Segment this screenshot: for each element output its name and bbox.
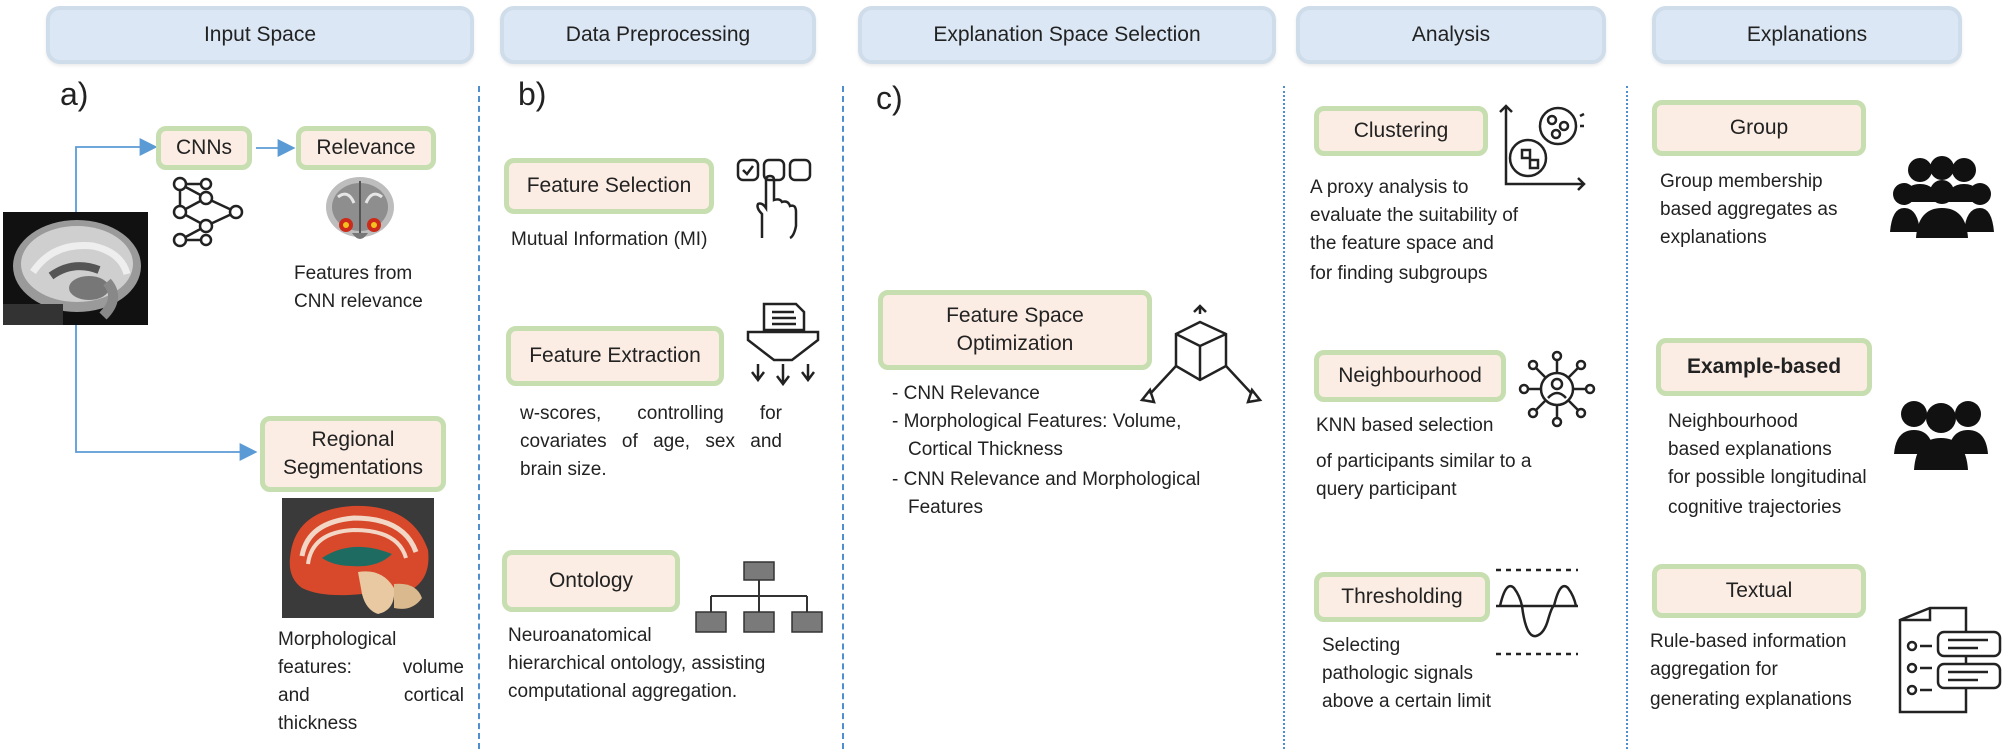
explanation-list-2: - Morphological Features: Volume, xyxy=(892,411,1182,432)
header-explanation-space-selection: Explanation Space Selection xyxy=(858,6,1276,64)
clustering-desc-4: for finding subgroups xyxy=(1310,263,1488,284)
hierarchy-icon xyxy=(695,561,823,633)
cluster-chart-icon xyxy=(1499,104,1586,191)
example-desc-1: Neighbourhood xyxy=(1668,411,1798,432)
regional-label-2: Segmentations xyxy=(282,456,424,479)
feature-selection-box: Feature Selection xyxy=(504,158,714,214)
cnns-label: CNNs xyxy=(176,136,232,159)
thresholding-desc-3: above a certain limit xyxy=(1322,691,1491,712)
neighbourhood-desc-3: query participant xyxy=(1316,479,1457,500)
ontology-desc-1: Neuroanatomical xyxy=(508,625,652,646)
thresholding-desc-2: pathologic signals xyxy=(1322,663,1474,684)
relevance-caption-1: Features from xyxy=(294,263,413,284)
panel-label-c: c) xyxy=(876,80,903,116)
textual-desc-3: generating explanations xyxy=(1650,689,1852,710)
thresholding-box: Thresholding xyxy=(1314,572,1490,622)
header-data-preprocessing: Data Preprocessing xyxy=(500,6,816,64)
neighbourhood-desc-2: of participants similar to a xyxy=(1316,451,1532,472)
example-desc-3: for possible longitudinal xyxy=(1668,467,1867,488)
separator-3 xyxy=(1283,86,1285,749)
input-arrows xyxy=(75,138,296,461)
feature-extraction-desc-3: brain size. xyxy=(520,459,607,480)
textual-box: Textual xyxy=(1652,564,1866,618)
ontology-box: Ontology xyxy=(502,550,680,612)
relevance-label: Relevance xyxy=(316,136,416,159)
brain-relevance-image xyxy=(326,177,394,239)
clustering-box: Clustering xyxy=(1314,106,1488,156)
funnel-icon xyxy=(746,302,820,387)
morph-caption-4: thickness xyxy=(278,713,358,734)
group-desc-2: based aggregates as xyxy=(1660,199,1838,220)
cube-icon xyxy=(1139,304,1263,404)
thresholding-label: Thresholding xyxy=(1341,585,1463,608)
ontology-desc-2: hierarchical ontology, assisting xyxy=(508,653,766,674)
cnns-box: CNNs xyxy=(156,126,252,170)
brain-mri-image xyxy=(3,212,148,325)
morph-caption-3a: and xyxy=(278,685,310,706)
clustering-label: Clustering xyxy=(1353,119,1449,142)
neural-network-icon xyxy=(172,176,244,248)
header-input-space: Input Space xyxy=(46,6,474,64)
brain-segmentation-image xyxy=(282,498,434,618)
explanation-list-1: - CNN Relevance xyxy=(892,383,1040,404)
network-person-icon xyxy=(1518,350,1596,428)
morph-caption-3b: cortical xyxy=(403,685,464,706)
document-list-icon xyxy=(1898,606,2002,714)
regional-segmentations-box: Regional Segmentations xyxy=(260,416,446,492)
neighbourhood-label: Neighbourhood xyxy=(1338,364,1482,387)
checkbox-hand-icon xyxy=(736,158,812,240)
explanation-list-2b: Cortical Thickness xyxy=(908,439,1063,460)
group-desc-3: explanations xyxy=(1660,227,1767,248)
feature-space-optimization-box: Feature Space Optimization xyxy=(878,290,1152,370)
neighbourhood-box: Neighbourhood xyxy=(1314,350,1506,402)
example-based-label: Example-based xyxy=(1686,355,1842,378)
example-desc-4: cognitive trajectories xyxy=(1668,497,1842,518)
panel-label-a: a) xyxy=(60,76,89,112)
feature-extraction-desc-2: covariates of age, sex and xyxy=(520,431,782,452)
explanation-list-3b: Features xyxy=(908,497,983,518)
feature-extraction-desc-1: w-scores, controlling for xyxy=(520,403,782,424)
panel-label-b: b) xyxy=(518,76,547,112)
clustering-desc-2: evaluate the suitability of xyxy=(1310,205,1519,226)
separator-2 xyxy=(842,86,844,749)
thresholding-desc-1: Selecting xyxy=(1322,635,1401,656)
feature-space-label-1: Feature Space xyxy=(946,304,1084,327)
feature-selection-desc: Mutual Information (MI) xyxy=(511,229,708,250)
textual-desc-2: aggregation for xyxy=(1650,659,1778,680)
textual-desc-1: Rule-based information xyxy=(1650,631,1847,652)
feature-extraction-box: Feature Extraction xyxy=(506,326,724,386)
neighbourhood-desc-1: KNN based selection xyxy=(1316,415,1494,436)
morph-caption-3: and cortical xyxy=(278,682,464,710)
explanation-list-3: - CNN Relevance and Morphological xyxy=(892,469,1201,490)
group-desc-1: Group membership xyxy=(1660,171,1823,192)
feature-selection-label: Feature Selection xyxy=(526,174,692,197)
relevance-box: Relevance xyxy=(296,126,436,170)
morph-caption-2: features: volume xyxy=(278,654,464,682)
example-desc-2: based explanations xyxy=(1668,439,1832,460)
morph-caption-2b: volume xyxy=(402,657,464,678)
header-analysis: Analysis xyxy=(1296,6,1606,64)
feature-space-label-2: Optimization xyxy=(956,332,1074,355)
group-label: Group xyxy=(1729,116,1789,139)
morph-caption-1: Morphological xyxy=(278,629,397,650)
clustering-desc-1: A proxy analysis to xyxy=(1310,177,1469,198)
separator-1 xyxy=(478,86,480,749)
morph-caption-2a: features: xyxy=(278,657,352,678)
group-icon xyxy=(1894,401,1988,470)
header-explanations: Explanations xyxy=(1652,6,1962,64)
group-box: Group xyxy=(1652,100,1866,156)
ontology-desc-3: computational aggregation. xyxy=(508,681,738,702)
clustering-desc-3: the feature space and xyxy=(1310,233,1494,254)
separator-4 xyxy=(1626,86,1628,749)
feature-extraction-label: Feature Extraction xyxy=(529,344,701,367)
crowd-icon xyxy=(1890,156,1994,238)
ontology-label: Ontology xyxy=(548,569,634,592)
regional-label-1: Regional xyxy=(311,428,395,451)
example-based-box: Example-based xyxy=(1656,338,1872,396)
relevance-caption-2: CNN relevance xyxy=(294,291,423,312)
textual-label: Textual xyxy=(1725,579,1793,602)
threshold-signal-icon xyxy=(1496,568,1578,656)
